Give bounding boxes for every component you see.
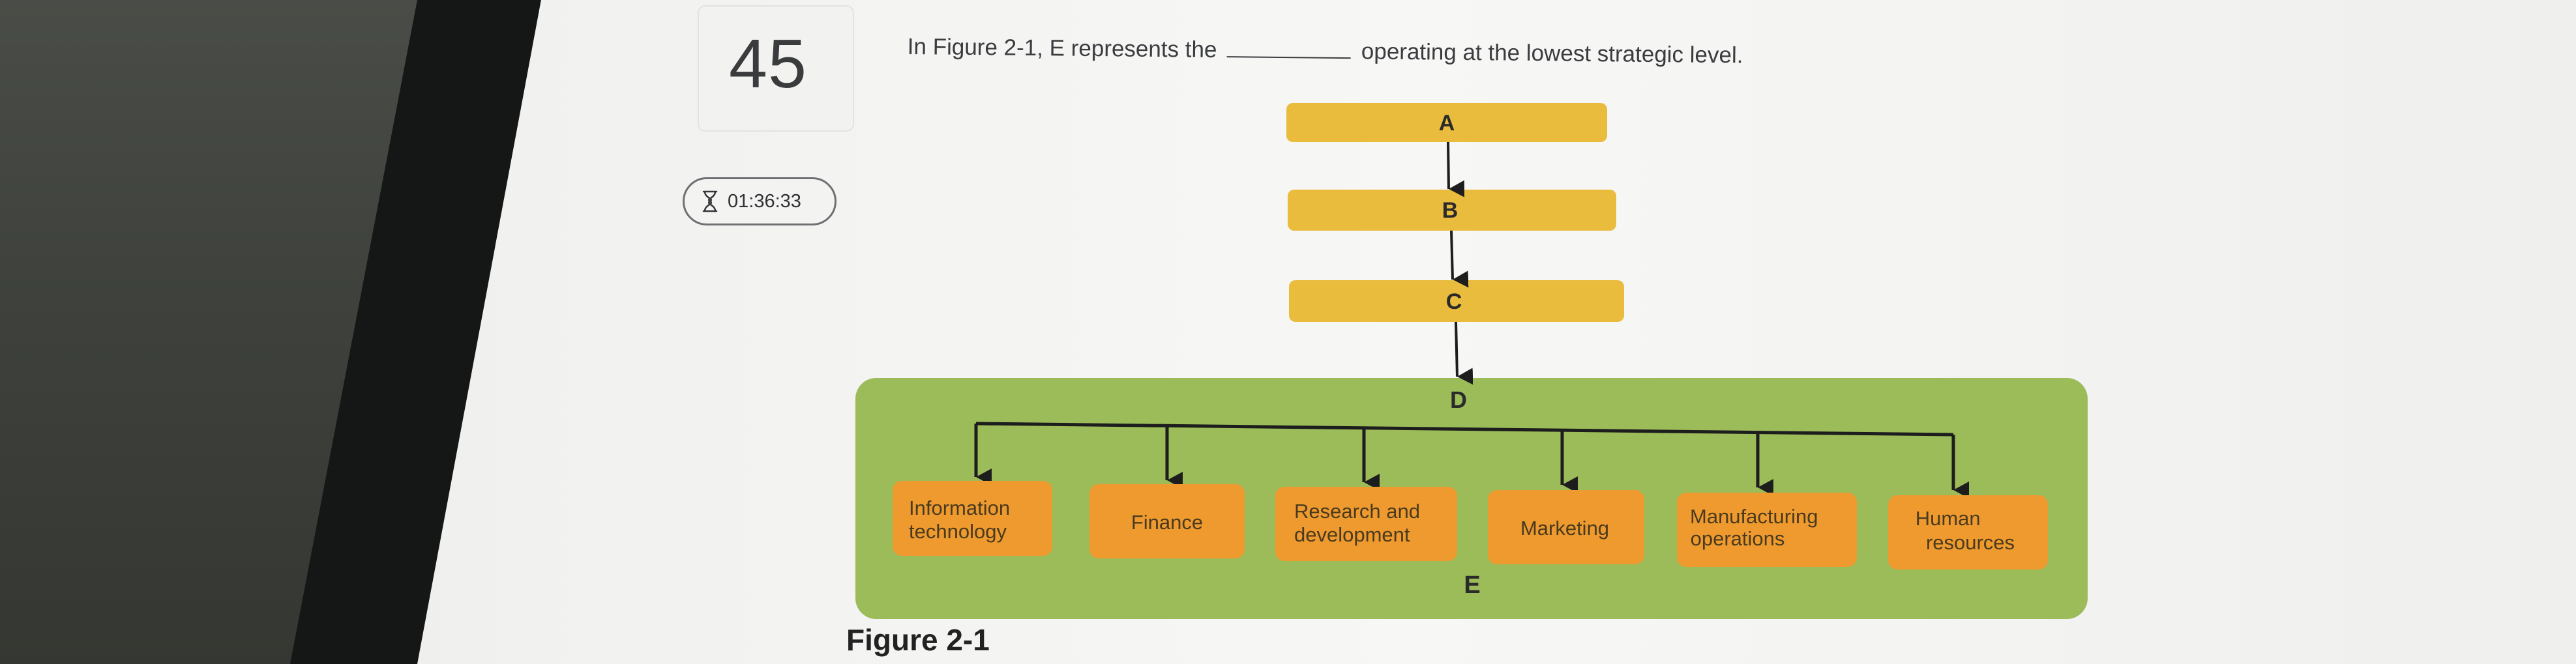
department-boxes <box>893 481 2048 570</box>
level-label-a: A <box>1439 111 1455 136</box>
dept-label-line: resources <box>1926 531 2015 554</box>
arrow-c-to-d <box>1455 321 1473 385</box>
dept-label-human-resources: Human resources <box>1916 507 2015 554</box>
timer-text: 01:36:33 <box>728 190 801 212</box>
level-label-c: C <box>1446 289 1462 314</box>
figure-caption: Figure 2-1 <box>846 623 990 657</box>
arrow-b-to-c <box>1450 230 1469 288</box>
dept-label-line: Information <box>909 497 1010 519</box>
level-bar-a <box>1286 103 1607 142</box>
level-bar-b <box>1288 190 1616 231</box>
timer-badge: 01:36:33 <box>683 177 836 225</box>
level-label-d: D <box>1450 386 1467 413</box>
dept-label-research-and-development: Research and development <box>1294 500 1426 546</box>
question-number-box <box>699 7 853 130</box>
distribution-line <box>975 422 1954 437</box>
level-label-b: B <box>1442 198 1458 223</box>
department-arrows <box>974 424 1969 498</box>
dept-box-manufacturing-operations <box>1677 493 1857 567</box>
dept-label-line: Human <box>1916 507 1981 530</box>
dept-label-line: Research and <box>1294 500 1420 523</box>
department-labels: Information technology Finance Research … <box>909 497 2015 554</box>
dept-label-finance: Finance <box>1131 511 1203 534</box>
dept-label-information-technology: Information technology <box>909 497 1016 543</box>
question-number: 45 <box>729 25 807 102</box>
dept-label-line: operations <box>1691 527 1785 550</box>
dept-label-line: technology <box>909 520 1007 543</box>
dept-box-information-technology <box>893 481 1052 556</box>
hourglass-icon <box>702 190 718 212</box>
dept-box-marketing <box>1488 490 1644 564</box>
dept-label-manufacturing-operations: Manufacturing operations <box>1690 505 1824 550</box>
level-bar-c <box>1289 280 1624 322</box>
dept-label-line: Manufacturing <box>1690 505 1818 528</box>
dept-label-line: Finance <box>1131 511 1203 534</box>
level-label-e: E <box>1464 571 1480 599</box>
dept-label-line: Marketing <box>1520 517 1609 540</box>
dept-box-research-and-development <box>1275 487 1457 561</box>
dept-box-finance <box>1089 484 1245 558</box>
dept-label-marketing: Marketing <box>1520 517 1609 540</box>
arrow-a-to-b <box>1447 141 1465 197</box>
dept-box-human-resources <box>1888 495 2048 570</box>
dept-label-line: development <box>1294 523 1410 546</box>
